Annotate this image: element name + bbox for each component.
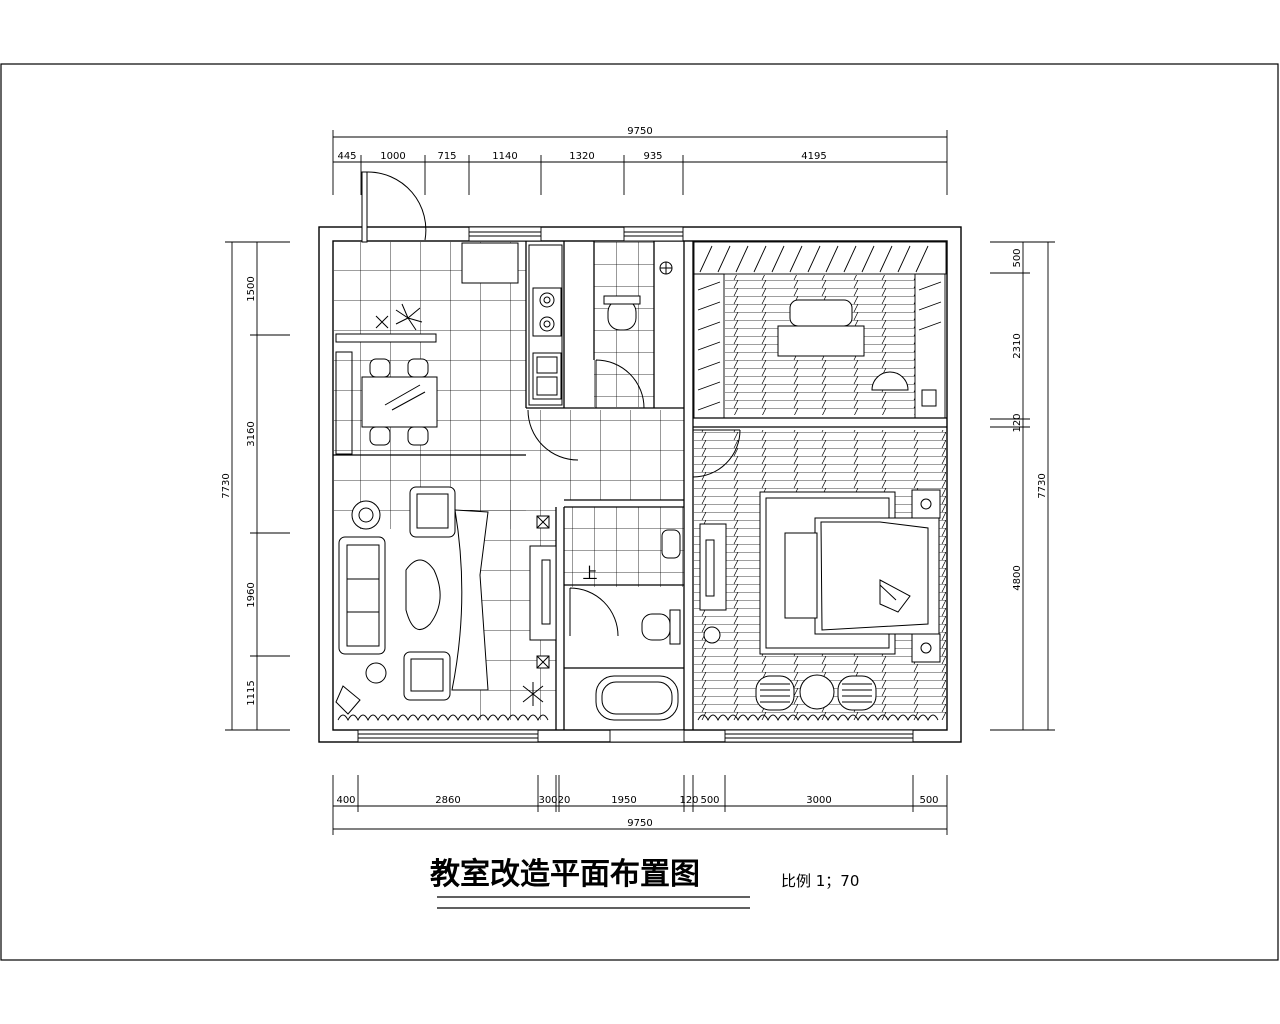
bottom-dimensions xyxy=(332,775,948,835)
plants xyxy=(375,303,544,706)
bottom-dimension-3: 20 xyxy=(558,795,571,806)
desk-set xyxy=(777,299,937,407)
right-dimensions xyxy=(990,241,1055,731)
tv-cabinet-bedroom xyxy=(699,523,727,644)
top-dimension-3: 1140 xyxy=(492,151,517,162)
left-dimensions xyxy=(225,241,290,731)
right-dimension-2: 120 xyxy=(1012,413,1023,432)
left-dimension-2: 1960 xyxy=(246,582,257,607)
bottom-dimension-0: 400 xyxy=(336,795,355,806)
left-dimension-0: 1500 xyxy=(246,276,257,301)
entrance-door xyxy=(361,171,427,243)
bottom-dimension-5: 120 xyxy=(679,795,698,806)
lower-bathroom-fixtures xyxy=(595,529,681,721)
right-dimension-3: 4800 xyxy=(1012,565,1023,590)
bottom-dimension-4: 1950 xyxy=(611,795,636,806)
bottom-dimension-2: 300 xyxy=(538,795,557,806)
bottom-dimension-6: 500 xyxy=(700,795,719,806)
bottom-total-dimension: 9750 xyxy=(627,818,652,829)
tile-floor-corridor xyxy=(526,410,684,500)
title-underline xyxy=(437,896,750,909)
top-dimension-5: 935 xyxy=(643,151,662,162)
interior-doors xyxy=(527,359,741,637)
right-dimension-1: 2310 xyxy=(1012,333,1023,358)
top-dimension-1: 1000 xyxy=(380,151,405,162)
kitchen-counter xyxy=(461,242,563,406)
right-dimension-0: 500 xyxy=(1012,248,1023,267)
right-total-dimension: 7730 xyxy=(1037,473,1048,498)
top-dimension-2: 715 xyxy=(437,151,456,162)
top-total-dimension: 9750 xyxy=(627,126,652,137)
double-bed xyxy=(759,489,941,663)
lounge-set xyxy=(755,674,877,711)
top-dimension-6: 4195 xyxy=(801,151,826,162)
left-dimension-1: 3160 xyxy=(246,421,257,446)
drawing-frame xyxy=(0,63,1279,961)
living-sofa-set xyxy=(335,486,489,715)
tv-cabinet-living xyxy=(529,515,557,669)
curtains xyxy=(337,714,939,722)
dining-set xyxy=(335,333,438,455)
windows xyxy=(357,226,914,743)
top-dimension-4: 1320 xyxy=(569,151,594,162)
bottom-dimension-1: 2860 xyxy=(435,795,460,806)
wardrobe-upper xyxy=(693,241,947,419)
upper-bathroom-fixtures xyxy=(603,261,673,331)
left-dimension-3: 1115 xyxy=(246,680,257,705)
scale-label: 比例 1；70 xyxy=(781,872,859,890)
top-dimensions xyxy=(332,130,948,195)
bottom-dimension-7: 3000 xyxy=(806,795,831,806)
top-dimension-0: 445 xyxy=(337,151,356,162)
stair-label: 上 xyxy=(582,564,597,582)
drawing-title: 教室改造平面布置图 xyxy=(430,857,700,892)
left-total-dimension: 7730 xyxy=(221,473,232,498)
interior-walls xyxy=(333,241,947,730)
bottom-dimension-8: 500 xyxy=(919,795,938,806)
